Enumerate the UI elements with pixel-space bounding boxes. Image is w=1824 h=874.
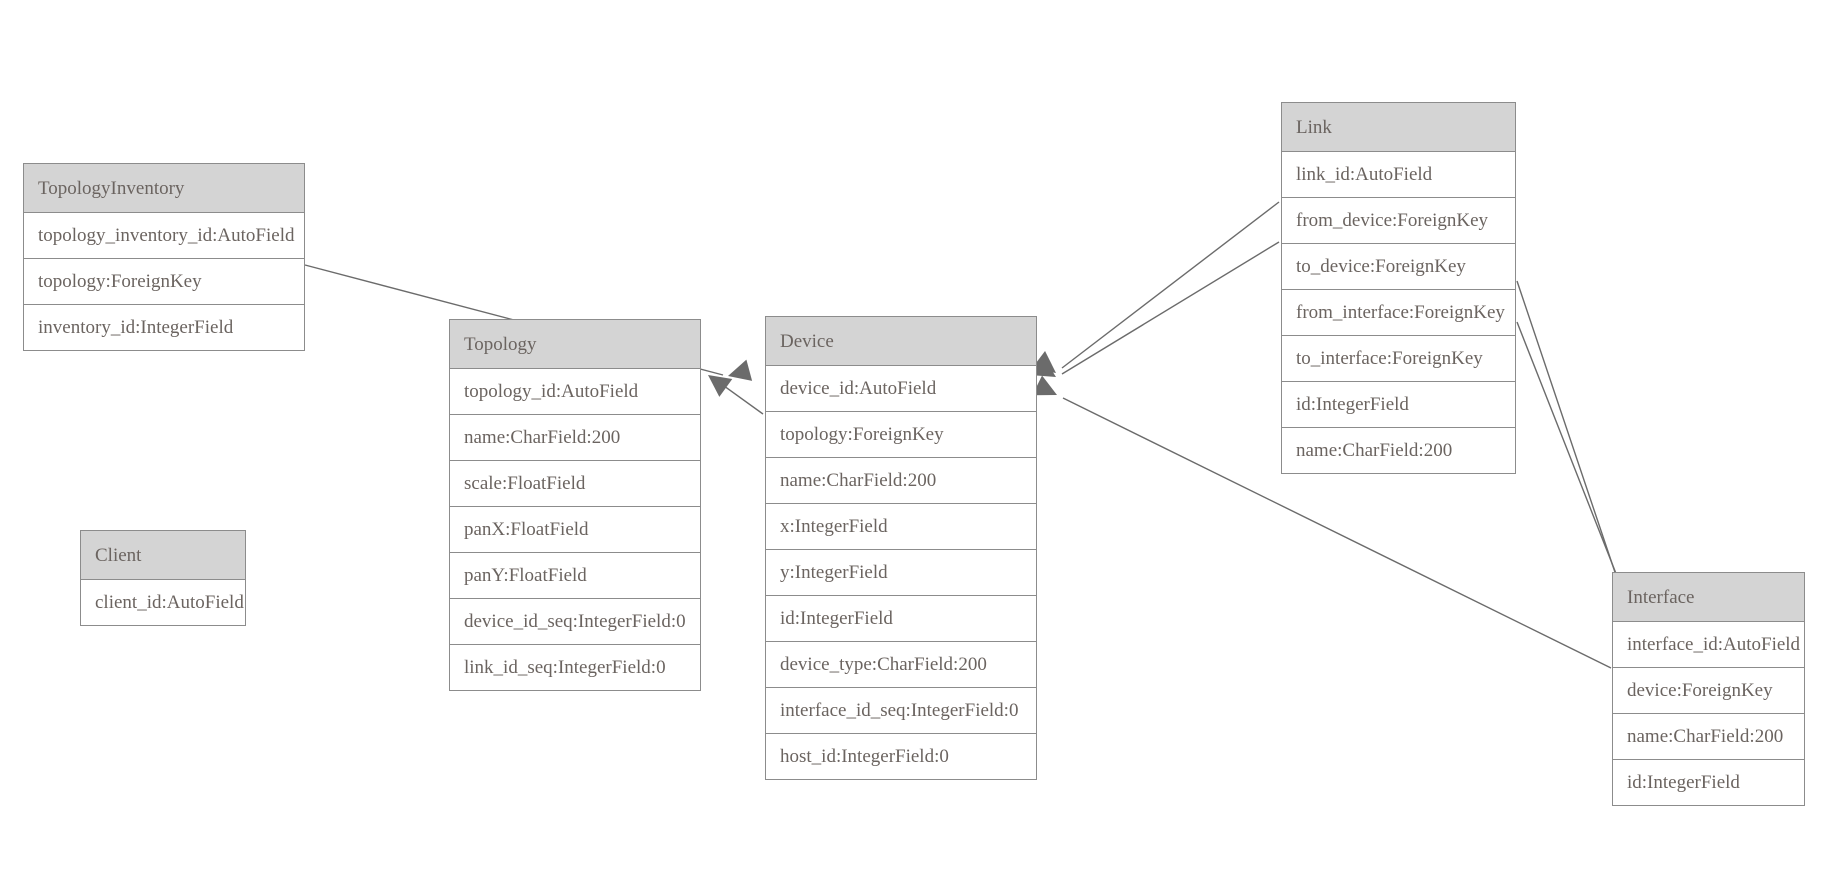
entity-field: topology_inventory_id:AutoField (24, 213, 304, 259)
entity-field: x:IntegerField (766, 504, 1036, 550)
entity-field: client_id:AutoField (81, 580, 245, 625)
entity-field: name:CharField:200 (1282, 428, 1515, 473)
entity-fields-client: client_id:AutoField (81, 580, 245, 625)
entity-field: device:ForeignKey (1613, 668, 1804, 714)
entity-field: to_device:ForeignKey (1282, 244, 1515, 290)
relationship-line (712, 377, 764, 415)
entity-field: device_id_seq:IntegerField:0 (450, 599, 700, 645)
entity-field: link_id:AutoField (1282, 152, 1515, 198)
entity-title-topology_inventory: TopologyInventory (24, 164, 304, 213)
relationship-arrowhead-icon (728, 359, 753, 381)
entity-field: from_device:ForeignKey (1282, 198, 1515, 244)
entity-field: scale:FloatField (450, 461, 700, 507)
entity-field: id:IntegerField (766, 596, 1036, 642)
relationship-line (1061, 201, 1280, 369)
entity-field: name:CharField:200 (450, 415, 700, 461)
entity-title-device: Device (766, 317, 1036, 366)
relationship-link-to_device (1031, 241, 1280, 377)
entity-field: panY:FloatField (450, 553, 700, 599)
entity-field: topology_id:AutoField (450, 369, 700, 415)
entity-field: host_id:IntegerField:0 (766, 734, 1036, 779)
entity-field: interface_id_seq:IntegerField:0 (766, 688, 1036, 734)
entity-field: panX:FloatField (450, 507, 700, 553)
entity-field: id:IntegerField (1282, 382, 1515, 428)
relationship-arrowhead-icon (708, 375, 733, 397)
entity-field: link_id_seq:IntegerField:0 (450, 645, 700, 690)
entity-field: id:IntegerField (1613, 760, 1804, 805)
entity-title-link: Link (1282, 103, 1515, 152)
entity-field: from_interface:ForeignKey (1282, 290, 1515, 336)
relationship-line (1516, 321, 1629, 605)
entity-field: to_interface:ForeignKey (1282, 336, 1515, 382)
relationship-line (1516, 280, 1626, 603)
entity-field: name:CharField:200 (1613, 714, 1804, 760)
entity-title-topology: Topology (450, 320, 700, 369)
entity-field: topology:ForeignKey (766, 412, 1036, 458)
entity-title-interface: Interface (1613, 573, 1804, 622)
entity-title-client: Client (81, 531, 245, 580)
entity-field: device_id:AutoField (766, 366, 1036, 412)
entity-field: y:IntegerField (766, 550, 1036, 596)
entity-field: device_type:CharField:200 (766, 642, 1036, 688)
relationship-device-topology (708, 375, 764, 415)
entity-field: interface_id:AutoField (1613, 622, 1804, 668)
entity-field: topology:ForeignKey (24, 259, 304, 305)
entity-field: name:CharField:200 (766, 458, 1036, 504)
relationship-line (1061, 241, 1280, 375)
entity-field: inventory_id:IntegerField (24, 305, 304, 350)
relationship-link-from_device (1031, 201, 1280, 373)
